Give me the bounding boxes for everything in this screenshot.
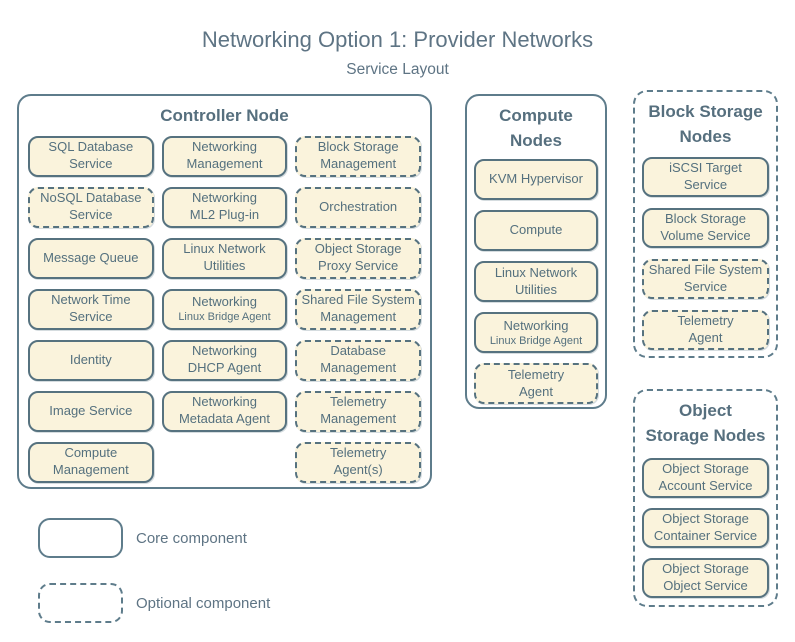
service-box: Network Time Service <box>28 288 154 330</box>
legend-optional: Optional component <box>38 583 270 623</box>
service-box: Compute Management <box>28 441 154 483</box>
service-label: KVM Hypervisor <box>489 171 583 187</box>
service-box: Object Storage Proxy Service <box>295 237 421 279</box>
page-subtitle: Service Layout <box>346 61 449 78</box>
service-box: Object Storage Container Service <box>642 508 769 549</box>
service-box: Image Service <box>28 390 154 432</box>
service-label: Networking ML2 Plug-in <box>189 190 260 223</box>
service-label: Telemetry Agent(s) <box>329 445 387 478</box>
service-box: Shared File System Management <box>295 288 421 330</box>
service-label: Networking DHCP Agent <box>187 343 262 376</box>
legend-core: Core component <box>38 518 247 558</box>
service-label: Shared File System Management <box>301 292 415 325</box>
service-box: Linux Network Utilities <box>474 261 598 303</box>
service-box: Identity <box>28 339 154 381</box>
group-compute-nodes: Compute Nodes KVM Hypervisor Compute Lin… <box>465 94 607 409</box>
service-box: Object Storage Account Service <box>642 458 769 499</box>
service-box: Telemetry Management <box>295 390 421 432</box>
service-label: Telemetry Agent <box>507 366 565 399</box>
service-label: Shared File System Service <box>648 262 763 295</box>
object-storage-service-grid: Object Storage Account Service Object St… <box>635 458 776 599</box>
service-label: Compute <box>509 222 563 238</box>
core-component-swatch <box>38 518 123 558</box>
service-label: Telemetry Management <box>320 394 397 427</box>
service-label: Linux Network Utilities <box>494 264 578 297</box>
service-label: Block Storage Management <box>317 139 399 172</box>
service-label: Object Storage Account Service <box>658 461 753 494</box>
block-storage-service-grid: iSCSI Target Service Block Storage Volum… <box>635 157 776 351</box>
service-box: NoSQL Database Service <box>28 186 154 228</box>
service-label: Networking Management <box>186 139 263 172</box>
service-sublabel: Linux Bridge Agent <box>489 334 583 347</box>
service-box: Database Management <box>295 339 421 381</box>
service-label: Orchestration <box>319 198 398 214</box>
service-label: Compute Management <box>52 445 129 478</box>
group-title-controller-node: Controller Node <box>160 106 289 125</box>
service-box: Block Storage Management <box>295 135 421 177</box>
group-title-object-storage-nodes: Object Storage Nodes <box>645 401 766 445</box>
service-label: SQL Database Service <box>48 139 134 172</box>
service-label: NoSQL Database Service <box>40 190 142 223</box>
service-box: Telemetry Agent(s) <box>295 441 421 483</box>
group-title-block-storage-nodes: Block Storage Nodes <box>648 102 763 146</box>
service-label: Linux Network Utilities <box>183 241 266 274</box>
service-box: Linux Network Utilities <box>161 237 288 279</box>
compute-service-grid: KVM Hypervisor Compute Linux Network Uti… <box>467 159 605 405</box>
page-title: Networking Option 1: Provider Networks <box>201 27 594 52</box>
service-label: Networking Metadata Agent <box>178 394 271 427</box>
service-box: Shared File System Service <box>642 259 769 300</box>
service-box: iSCSI Target Service <box>642 157 769 198</box>
service-label: Message Queue <box>43 249 139 265</box>
service-label: Image Service <box>49 402 133 418</box>
service-box: Message Queue <box>28 237 154 279</box>
service-label: Object Storage Object Service <box>662 561 749 594</box>
controller-service-grid: SQL Database Service Networking Manageme… <box>19 135 430 483</box>
legend-core-label: Core component <box>136 529 247 547</box>
service-box: Networking Linux Bridge Agent <box>161 288 288 330</box>
group-block-storage-nodes: Block Storage Nodes iSCSI Target Service… <box>633 90 778 358</box>
service-label: Object Storage Container Service <box>653 511 758 544</box>
service-box: Networking DHCP Agent <box>161 339 288 381</box>
service-label: Identity <box>69 351 112 367</box>
service-label: Network Time Service <box>51 292 131 325</box>
service-box: KVM Hypervisor <box>474 159 598 201</box>
service-label: Telemetry Agent <box>677 313 734 346</box>
service-box: Telemetry Agent <box>474 363 598 405</box>
service-box: Networking Linux Bridge Agent <box>474 312 598 354</box>
group-controller-node: Controller Node SQL Database Service Net… <box>17 94 432 489</box>
service-label: Database Management <box>320 343 397 376</box>
service-box: Block Storage Volume Service <box>642 208 769 249</box>
optional-component-swatch <box>38 583 123 623</box>
legend-optional-label: Optional component <box>136 594 271 612</box>
group-title-compute-nodes: Compute Nodes <box>499 106 573 150</box>
service-box: Orchestration <box>295 186 421 228</box>
service-box: Object Storage Object Service <box>642 558 769 599</box>
service-box: Networking ML2 Plug-in <box>161 186 288 228</box>
service-box: Networking Metadata Agent <box>161 390 288 432</box>
service-box: Networking Management <box>161 135 288 177</box>
service-box: SQL Database Service <box>28 135 154 177</box>
service-label: Networking <box>503 317 569 333</box>
service-label: iSCSI Target Service <box>669 160 742 193</box>
group-object-storage-nodes: Object Storage Nodes Object Storage Acco… <box>633 389 778 607</box>
service-sublabel: Linux Bridge Agent <box>178 310 271 323</box>
service-box: Telemetry Agent <box>642 310 769 351</box>
service-label: Object Storage Proxy Service <box>314 241 402 274</box>
service-label: Networking <box>191 294 257 310</box>
service-label: Block Storage Volume Service <box>660 211 751 244</box>
service-box: Compute <box>474 210 598 252</box>
